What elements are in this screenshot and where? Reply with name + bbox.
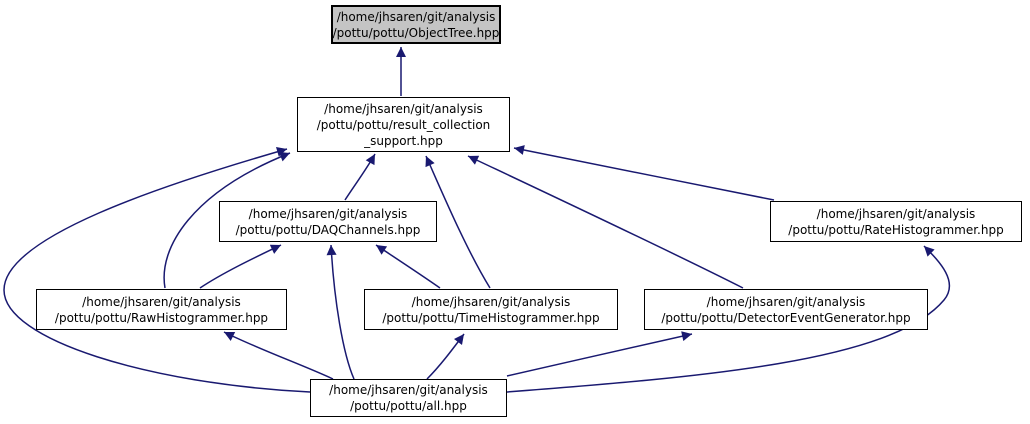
edge-raw-histogrammer-to-daq-channels [199,244,282,289]
edge-all-to-rate-histogrammer [506,245,951,393]
edge-all-to-detector-event-generator [506,331,693,377]
node-result-collection-support-hpp[interactable]: /home/jhsaren/git/analysis /pottu/pottu/… [297,97,510,152]
node-detector-event-generator-hpp[interactable]: /home/jhsaren/git/analysis /pottu/pottu/… [644,289,928,330]
edge-all-to-raw-histogrammer [223,331,334,380]
node-object-tree-hpp[interactable]: /home/jhsaren/git/analysis /pottu/pottu/… [331,5,501,44]
edge-raw-histogrammer-to-result-collection-support [163,152,291,289]
edge-detector-event-generator-to-result-collection-support [467,155,744,289]
node-all-hpp[interactable]: /home/jhsaren/git/analysis /pottu/pottu/… [310,379,507,417]
node-time-histogrammer-hpp[interactable]: /home/jhsaren/git/analysis /pottu/pottu/… [364,289,618,330]
edge-time-histogrammer-to-daq-channels [375,244,441,289]
edge-all-to-daq-channels [326,244,355,380]
edge-time-histogrammer-to-result-collection-support [425,155,491,289]
edge-all-to-time-histogrammer [426,333,465,380]
node-daq-channels-hpp[interactable]: /home/jhsaren/git/analysis /pottu/pottu/… [219,201,437,242]
node-rate-histogrammer-hpp[interactable]: /home/jhsaren/git/analysis /pottu/pottu/… [770,201,1022,242]
edge-daq-channels-to-result-collection-support [344,153,376,201]
edge-rate-histogrammer-to-result-collection-support [513,145,775,201]
node-raw-histogrammer-hpp[interactable]: /home/jhsaren/git/analysis /pottu/pottu/… [36,289,287,330]
edge-all-to-result-collection-support [3,146,311,393]
